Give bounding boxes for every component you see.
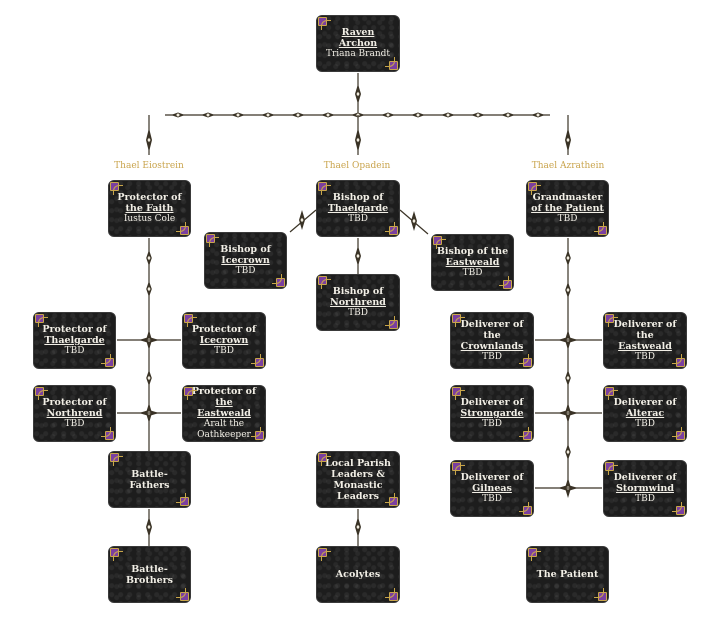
corner-ornament xyxy=(318,182,331,195)
connector-ornament-center xyxy=(356,524,360,530)
connector-ornament-center xyxy=(300,217,304,223)
connector-ornament-center xyxy=(566,449,570,455)
corner-ornament xyxy=(386,494,398,506)
corner-ornament xyxy=(110,548,123,561)
connector-ornament-center xyxy=(147,286,151,292)
corner-ornament xyxy=(206,234,219,247)
corner-ornament xyxy=(386,317,398,329)
connector-ornament-center xyxy=(147,255,151,261)
connector-ornament-center xyxy=(356,253,360,259)
corner-ornament xyxy=(102,428,114,440)
corner-ornament xyxy=(177,223,189,235)
node-protector-of-northrend[interactable]: Protector of Northrend TBD xyxy=(33,385,116,442)
connector-ornament-center xyxy=(412,218,416,224)
corner-ornament xyxy=(273,275,285,287)
node-protector-of-the-faith[interactable]: Protector of the Faith Iustus Cole xyxy=(108,180,191,237)
node-deliverer-of-alterac[interactable]: Deliverer of Alterac TBD xyxy=(603,385,687,442)
node-the-patient[interactable]: The Patient xyxy=(526,546,609,603)
corner-ornament xyxy=(318,548,331,561)
connector-ornament-center xyxy=(296,113,300,117)
corner-ornament xyxy=(252,355,264,367)
connector-ornament-center xyxy=(446,113,450,117)
connector-ornament-center xyxy=(356,91,360,97)
node-bishop-of-icecrown[interactable]: Bishop of Icecrown TBD xyxy=(204,232,287,289)
corner-ornament xyxy=(673,428,685,440)
corner-ornament xyxy=(673,503,685,515)
corner-ornament xyxy=(528,548,541,561)
connector-ornament-center xyxy=(506,113,510,117)
connector-ornament-center xyxy=(416,113,420,117)
node-battle-fathers[interactable]: Battle-Fathers xyxy=(108,451,191,508)
corner-ornament xyxy=(500,277,512,289)
branch-label-left: Thael Eiostrein xyxy=(114,161,184,171)
node-deliverer-of-the-crownlands[interactable]: Deliverer of the Crownlands TBD xyxy=(450,312,534,369)
corner-ornament xyxy=(520,355,532,367)
node-protector-of-the-eastweald[interactable]: Protector of the Eastweald Aralt the Oat… xyxy=(182,385,266,442)
node-raven-archon[interactable]: Raven Archon Triana Brandt xyxy=(316,15,400,72)
corner-ornament xyxy=(386,223,398,235)
connector-ornament-center xyxy=(147,524,151,530)
corner-ornament xyxy=(102,355,114,367)
corner-ornament xyxy=(177,494,189,506)
connector-ornament-center xyxy=(176,113,180,117)
node-deliverer-of-the-eastweald[interactable]: Deliverer of the Eastweald TBD xyxy=(603,312,687,369)
connector-ornament-center xyxy=(566,287,570,293)
node-protector-of-icecrown[interactable]: Protector of Icecrown TBD xyxy=(182,312,266,369)
node-protector-of-thaelgarde[interactable]: Protector of Thaelgarde TBD xyxy=(33,312,116,369)
corner-ornament xyxy=(110,453,123,466)
connector-ornament-center xyxy=(356,137,360,143)
corner-ornament xyxy=(595,589,607,601)
corner-ornament xyxy=(318,276,331,289)
node-local-parish-leaders[interactable]: Local Parish Leaders & Monastic Leaders xyxy=(316,451,400,508)
branch-label-right: Thael Azrathein xyxy=(531,161,605,171)
connector-ornament-center xyxy=(386,113,390,117)
corner-ornament xyxy=(673,355,685,367)
connector-ornament-center xyxy=(147,137,151,143)
node-acolytes[interactable]: Acolytes xyxy=(316,546,400,603)
node-deliverer-of-stormwind[interactable]: Deliverer of Stormwind TBD xyxy=(603,460,687,517)
connector-ornament-center xyxy=(147,375,151,381)
corner-ornament xyxy=(520,428,532,440)
connector-ornament-center xyxy=(566,375,570,381)
connector-ornament-center xyxy=(476,113,480,117)
corner-ornament xyxy=(520,503,532,515)
connector-ornament-center xyxy=(536,113,540,117)
corner-ornament xyxy=(177,589,189,601)
node-holder: Triana Brandt xyxy=(325,49,391,59)
connector-ornament-center xyxy=(236,113,240,117)
connector-ornament-center xyxy=(326,113,330,117)
node-title: Raven Archon xyxy=(338,27,378,49)
node-bishop-of-northrend[interactable]: Bishop of Northrend TBD xyxy=(316,274,400,331)
node-deliverer-of-gilneas[interactable]: Deliverer of Gilneas TBD xyxy=(450,460,534,517)
connector-ornament-center xyxy=(566,137,570,143)
node-battle-brothers[interactable]: Battle- Brothers xyxy=(108,546,191,603)
node-bishop-of-thaelgarde[interactable]: Bishop of Thaelgarde TBD xyxy=(316,180,400,237)
node-grandmaster-of-the-patient[interactable]: Grandmaster of the Patient TBD xyxy=(526,180,609,237)
connector-ornament-center xyxy=(266,113,270,117)
corner-ornament xyxy=(595,223,607,235)
connector-ornament-center xyxy=(206,113,210,117)
connector-ornament-center xyxy=(566,255,570,261)
branch-label-middle: Thael Opadein xyxy=(323,161,391,171)
corner-ornament xyxy=(386,589,398,601)
corner-ornament xyxy=(252,428,264,440)
node-deliverer-of-stromgarde[interactable]: Deliverer of Stromgarde TBD xyxy=(450,385,534,442)
node-bishop-of-the-eastweald[interactable]: Bishop of the Eastweald TBD xyxy=(431,234,514,291)
